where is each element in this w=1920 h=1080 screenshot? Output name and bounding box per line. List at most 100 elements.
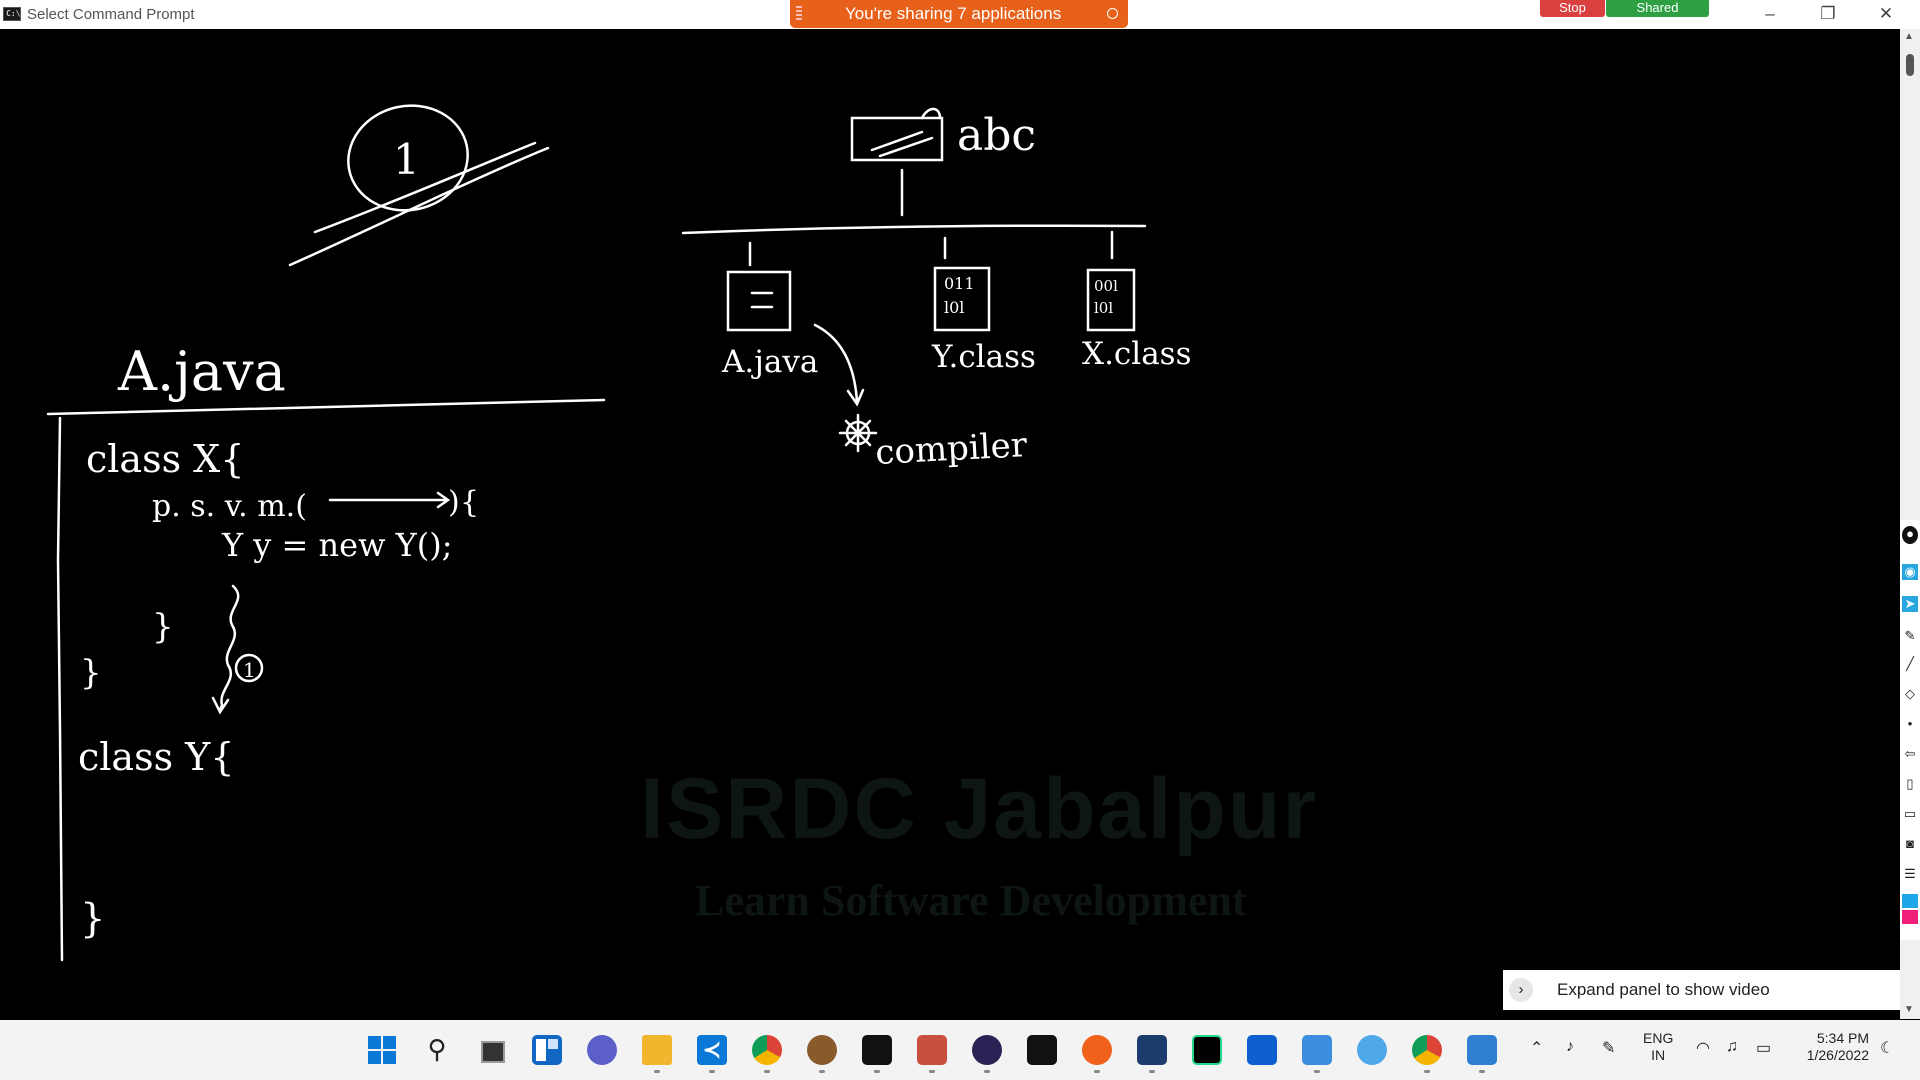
running-indicator: [874, 1070, 880, 1073]
windows-start-icon[interactable]: [367, 1035, 397, 1065]
code-class-y: class Y{: [78, 735, 234, 779]
task-view-icon[interactable]: [477, 1035, 507, 1065]
sharing-text: You're sharing 7 applications: [845, 4, 1062, 23]
firefox-icon[interactable]: [1082, 1035, 1112, 1065]
scroll-down-icon[interactable]: ▼: [1904, 1004, 1914, 1015]
x-class-glyph-1: 00l: [1094, 277, 1118, 295]
clock[interactable]: 5:34 PM 1/26/2022: [1797, 1030, 1869, 1064]
chevron-up-icon[interactable]: ⌃: [1530, 1040, 1544, 1057]
watermark-title: ISRDC Jabalpur: [640, 761, 1318, 857]
code-class-x: class X{: [86, 437, 244, 481]
search-icon[interactable]: ⚲: [427, 1034, 447, 1064]
language-indicator[interactable]: ENG IN: [1643, 1030, 1673, 1064]
highlighter-icon[interactable]: ✎: [1904, 628, 1916, 643]
shared-status-button[interactable]: Shared: [1606, 0, 1709, 17]
screen-icon[interactable]: ▭: [1903, 806, 1917, 821]
running-indicator: [1424, 1070, 1430, 1073]
microphone-icon[interactable]: ♪: [1566, 1038, 1574, 1055]
notepad-icon[interactable]: [1302, 1035, 1332, 1065]
running-indicator: [1479, 1070, 1485, 1073]
chrome-profile-icon[interactable]: [1412, 1035, 1442, 1065]
clock-time: 5:34 PM: [1816, 1030, 1869, 1046]
load-squiggle-arrow: [211, 584, 240, 715]
vscode-icon[interactable]: ≺: [697, 1035, 727, 1065]
battery-icon[interactable]: ▭: [1756, 1040, 1772, 1057]
teams-chat-icon[interactable]: [587, 1035, 617, 1065]
pen-icon[interactable]: ╱: [1906, 656, 1914, 671]
language-line2: IN: [1651, 1047, 1666, 1063]
package-label: abc: [957, 110, 1036, 161]
tree-connectors: [681, 168, 1147, 267]
clear-icon[interactable]: ▯: [1906, 776, 1914, 791]
scroll-thumb[interactable]: [1906, 54, 1914, 76]
notes-icon[interactable]: ☰: [1904, 866, 1916, 881]
running-indicator: [819, 1070, 825, 1073]
terminal-icon[interactable]: [862, 1035, 892, 1065]
code-class-y-close: }: [80, 896, 105, 942]
wifi-icon[interactable]: ◠: [1696, 1040, 1710, 1057]
color-swatch-blue[interactable]: [1902, 894, 1918, 908]
pen-mode-icon[interactable]: ●: [1902, 526, 1918, 544]
file-explorer-icon[interactable]: [642, 1035, 672, 1065]
color-swatch-pink[interactable]: [1902, 910, 1918, 924]
annotation-toolbar: [1900, 520, 1920, 940]
step-number: 1: [243, 658, 256, 682]
java-file-icon: [726, 270, 792, 332]
drag-handle-icon[interactable]: [796, 6, 802, 22]
file-label-y-class: Y.class: [931, 339, 1036, 375]
stop-sharing-button[interactable]: Stop: [1540, 0, 1605, 17]
eraser-icon[interactable]: ◇: [1905, 686, 1915, 701]
chrome-icon[interactable]: [752, 1035, 782, 1065]
whiteboard-canvas[interactable]: [0, 29, 1900, 1020]
clock-date: 1/26/2022: [1806, 1047, 1869, 1063]
file-label-a-java: A.java: [721, 344, 818, 380]
circled-number: 1: [393, 135, 420, 184]
app-icon-4[interactable]: [1247, 1035, 1277, 1065]
code-main-close-paren: ): [448, 485, 460, 520]
strike-through-lines: [288, 141, 550, 267]
running-indicator: [709, 1070, 715, 1073]
dot-tool-icon[interactable]: •: [1907, 716, 1913, 731]
chevron-right-icon[interactable]: ›: [1509, 978, 1533, 1002]
y-class-glyph-1: 011: [944, 274, 975, 293]
recording-indicator-icon: [1107, 8, 1118, 19]
running-indicator: [984, 1070, 990, 1073]
sharing-banner[interactable]: You're sharing 7 applications: [790, 0, 1128, 28]
eclipse-icon[interactable]: [972, 1035, 1002, 1065]
volume-icon[interactable]: ♫: [1726, 1038, 1738, 1055]
running-indicator: [1314, 1070, 1320, 1073]
source-underline: [46, 398, 606, 416]
title-bar: C:\ Select Command Prompt You're sharing…: [0, 0, 1920, 29]
camera-icon[interactable]: ◙: [1906, 836, 1914, 851]
app-icon-2[interactable]: [917, 1035, 947, 1065]
y-class-file-icon: [933, 266, 991, 332]
code-main-open-brace: {: [460, 485, 479, 520]
notifications-icon[interactable]: ☾: [1880, 1040, 1895, 1057]
pycharm-icon[interactable]: [1192, 1035, 1222, 1065]
close-button[interactable]: ✕: [1878, 4, 1894, 23]
source-file-title: A.java: [117, 340, 286, 403]
app-icon-3[interactable]: [1137, 1035, 1167, 1065]
photos-icon[interactable]: [1467, 1035, 1497, 1065]
app-icon-5[interactable]: [1357, 1035, 1387, 1065]
pen-menu-icon[interactable]: ✎: [1602, 1040, 1616, 1057]
restore-button[interactable]: ❐: [1820, 4, 1836, 23]
eye-icon[interactable]: ◉: [1902, 564, 1918, 580]
file-label-x-class: X.class: [1082, 336, 1192, 372]
code-main-signature: p. s. v. m.(: [152, 489, 307, 524]
expand-video-panel[interactable]: › Expand panel to show video: [1503, 970, 1900, 1010]
widgets-icon[interactable]: [532, 1035, 562, 1065]
app-icon-1[interactable]: [807, 1035, 837, 1065]
undo-icon[interactable]: ⇦: [1904, 746, 1916, 761]
running-indicator: [1094, 1070, 1100, 1073]
watermark-subtitle: Learn Software Development: [695, 876, 1247, 925]
code-main-args-arrow: [328, 491, 451, 509]
scroll-up-icon[interactable]: ▲: [1904, 31, 1914, 42]
step-circle: [234, 653, 264, 683]
y-class-glyph-2: l0l: [944, 298, 964, 317]
mysql-icon[interactable]: [1027, 1035, 1057, 1065]
minimize-button[interactable]: –: [1765, 4, 1775, 23]
compile-arrow: [813, 323, 865, 407]
pointer-icon[interactable]: ➤: [1902, 596, 1918, 612]
code-main-close: }: [152, 607, 174, 647]
